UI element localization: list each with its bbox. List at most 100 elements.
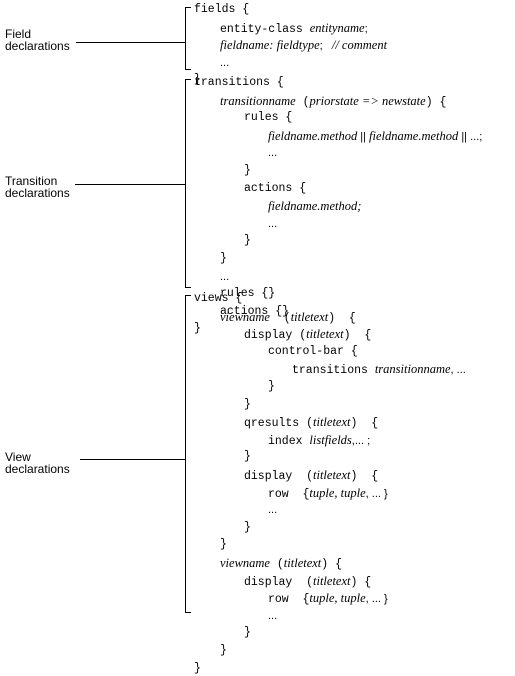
code-token: rules {} [220,287,276,301]
section-label-view: View declarations [5,451,70,475]
code-token: ... [268,609,278,622]
bracket-vertical [185,295,186,613]
code-token: qresults ( [244,417,314,431]
code-line: ... [220,270,229,285]
code-line: display (titletext) { [244,327,371,343]
code-token: actions { [244,181,307,195]
label-line: declarations [5,186,70,200]
code-line: display (titletext) { [244,574,371,590]
code-token: index [268,434,310,448]
code-token: display ( [244,470,314,483]
code-token: ) { [350,417,379,431]
code-token: ... [268,217,278,230]
code-token: control-bar { [268,344,358,358]
code-token: ... [220,56,230,69]
code-token: , ... } [365,487,388,500]
code-token: views { [194,292,243,305]
code-line: viewname (titletext) { [220,310,356,326]
code-placeholder: titletext [313,415,351,430]
code-placeholder: viewname [220,309,270,324]
code-token: actions {} [220,304,290,318]
code-line: } [244,626,251,640]
code-line: rules {} [220,287,275,301]
bracket-vertical [185,79,186,288]
code-token: } [194,73,201,87]
code-line: } [268,380,275,394]
code-token: ) { [321,558,342,571]
code-token: ) { [350,575,372,589]
code-token: row { [268,487,310,501]
code-structure-diagram: Field declarations Transition declaratio… [5,3,483,675]
code-line: index listfields,... ; [268,433,370,449]
code-line: } [244,450,251,464]
code-token: transitions [292,364,375,378]
code-token: } [268,380,275,393]
code-token: } [244,234,251,248]
code-placeholder: entityname [309,20,365,35]
code-placeholder: viewname [220,556,270,570]
code-line: rules { [244,111,292,125]
code-line: display (titletext) { [244,468,378,484]
code-line: fieldname: fieldtype; // comment [220,38,387,54]
bracket-top [185,7,191,8]
code-token: fields { [194,3,250,16]
section-label-field: Field declarations [5,28,70,52]
code-token: } [244,626,251,640]
code-line: ... [268,146,277,161]
bracket-bottom [185,612,191,613]
code-token: display ( [244,329,307,343]
code-placeholder: transitionname [374,362,451,377]
code-token: ; [364,22,368,35]
code-line: ... [268,503,277,518]
code-token: || [357,130,370,143]
code-token: } [244,450,251,464]
code-line: } [220,252,227,266]
bracket-bottom [185,287,191,288]
code-token: row { [268,593,310,607]
code-line: ... [220,56,229,71]
code-line: row {tuple, tuple, ... } [268,486,388,502]
code-token: ... [220,270,230,283]
code-line: transitions transitionname, ... [292,362,466,378]
code-token: ... [268,147,278,160]
code-token: ( [295,95,310,109]
label-line: View [5,450,31,464]
code-line: transitions { [194,76,284,90]
label-line: Field [5,27,32,41]
code-placeholder: priorstate => newstate [309,93,426,108]
code-line: actions {} [220,305,289,319]
code-placeholder: titletext [313,468,351,482]
bracket-top [185,295,191,296]
code-line: } [194,322,201,336]
connector-line [75,184,186,185]
code-token: || ...; [458,130,483,143]
code-line: } [194,73,201,87]
code-line: ... [268,217,277,232]
code-line: entity-class entityname; [220,21,368,37]
code-line: row {tuple, tuple, ... } [268,591,388,607]
code-line: actions { [244,182,306,196]
code-token: } [194,322,201,336]
code-token: ... [268,504,278,517]
code-token: , ... } [365,593,388,606]
code-placeholder: titletext [306,327,344,342]
code-line: viewname (titletext) { [220,556,342,572]
connector-line [76,42,186,43]
code-token: } [244,164,251,177]
code-placeholder: fieldname: fieldtype [220,38,320,53]
code-placeholder: tuple, tuple [309,591,366,606]
code-token: } [244,520,251,534]
code-token: } [220,644,227,657]
code-line: } [194,662,201,676]
section-label-transition: Transition declarations [5,175,70,199]
label-line: declarations [5,39,70,53]
code-token: } [194,661,201,675]
code-token: ; [319,40,332,53]
label-line: declarations [5,462,70,476]
code-placeholder: titletext [290,309,329,324]
code-token: transitions { [194,76,284,89]
code-line: transitionname (priorstate => newstate) … [220,94,446,110]
code-line: fields { [194,3,249,17]
code-line: } [244,398,251,412]
code-token: ) { [343,329,372,343]
